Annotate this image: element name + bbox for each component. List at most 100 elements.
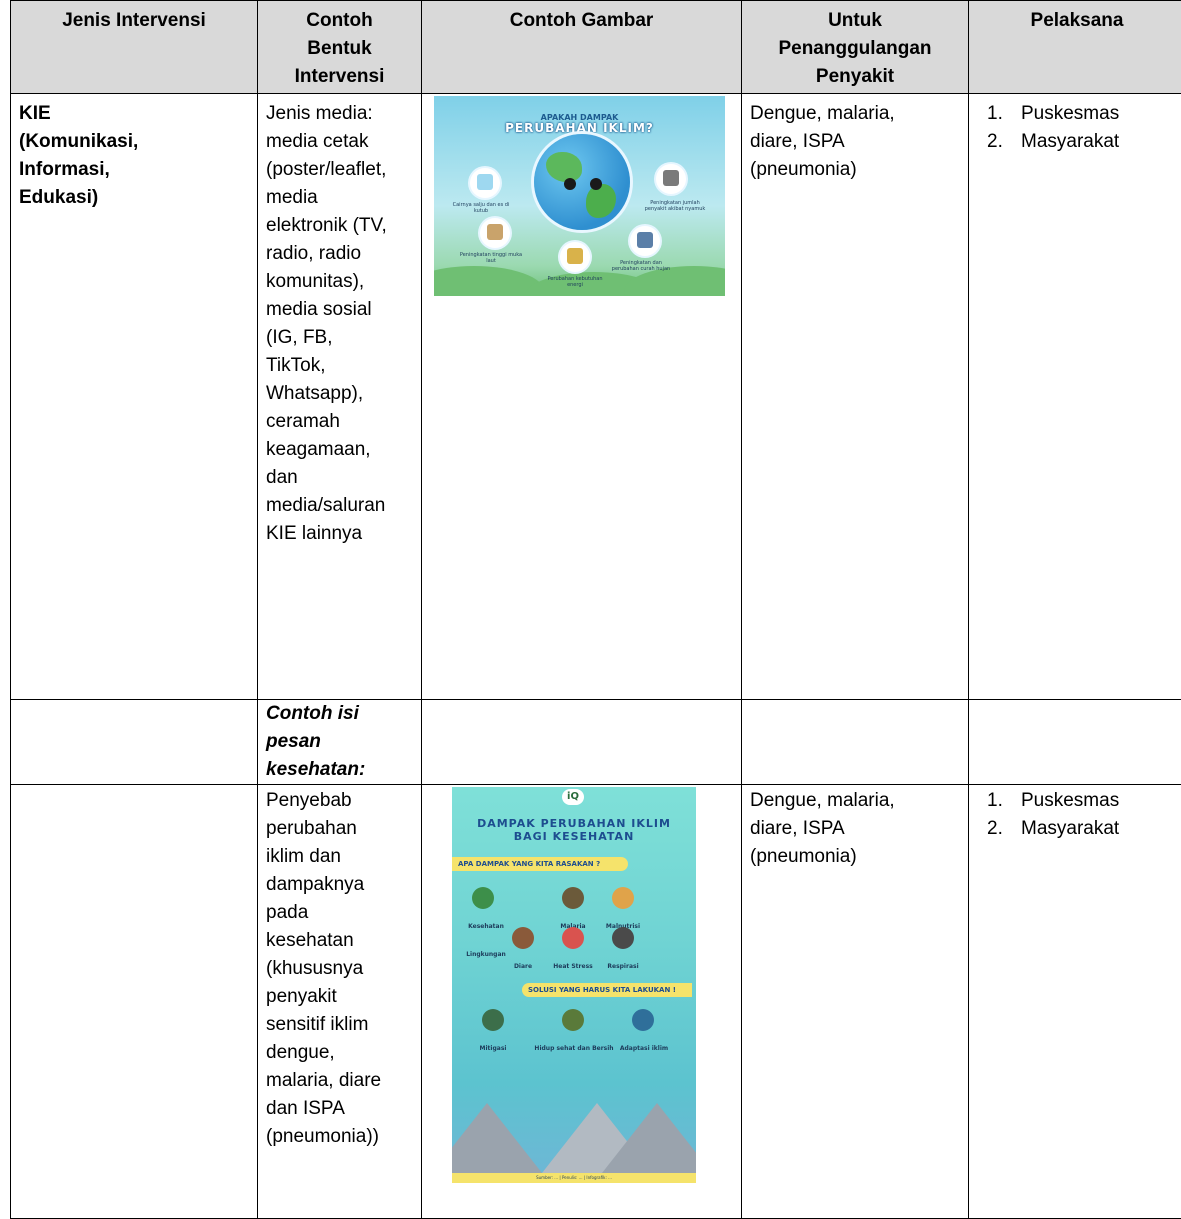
header-jenis-text: Jenis Intervensi — [62, 10, 206, 31]
solution-label: Hidup sehat dan Bersih — [534, 1035, 614, 1063]
header-contoh-gambar: Contoh Gambar — [422, 1, 742, 94]
header-line: Bentuk — [264, 35, 415, 63]
text-line: kesehatan: — [266, 756, 413, 784]
solution-label: Adaptasi iklim — [616, 1035, 672, 1063]
flooded-house-icon — [480, 218, 510, 248]
mountain-shape — [452, 1103, 542, 1173]
text-line: penyakit — [266, 983, 413, 1011]
globe-eye-icon — [590, 178, 602, 190]
text-line: media — [266, 184, 413, 212]
text-line: Edukasi) — [19, 184, 249, 212]
globe-eye-icon — [564, 178, 576, 190]
text-line: (pneumonia)) — [266, 1123, 413, 1151]
continent-shape — [546, 152, 582, 182]
lungs-icon — [612, 927, 634, 949]
list-text: Puskesmas — [1021, 100, 1119, 128]
cell-pelaksana — [969, 700, 1181, 785]
list-number: 2. — [987, 128, 1021, 156]
cell-contoh-gambar: iQ DAMPAK PERUBAHAN IKLIM BAGI KESEHATAN… — [422, 785, 742, 1219]
cell-jenis-intervensi: KIE (Komunikasi, Informasi, Edukasi) — [11, 94, 258, 700]
header-row: Jenis Intervensi Contoh Bentuk Intervens… — [11, 1, 1181, 94]
cell-penyakit — [742, 700, 969, 785]
text-line: elektronik (TV, — [266, 212, 413, 240]
table-row: Penyebab perubahan iklim dan dampaknya p… — [11, 785, 1181, 1219]
mountain-shape — [602, 1103, 696, 1173]
header-jenis-intervensi: Jenis Intervensi — [11, 1, 258, 94]
cell-contoh-bentuk: Jenis media: media cetak (poster/leaflet… — [258, 94, 422, 700]
impact-label: Diare — [498, 953, 548, 981]
text-line: keagamaan, — [266, 436, 413, 464]
solution-banner: SOLUSI YANG HARUS KITA LAKUKAN ! — [522, 983, 692, 997]
text-line: diare, ISPA — [750, 128, 960, 156]
cell-jenis-intervensi — [11, 785, 258, 1219]
cell-jenis-intervensi — [11, 700, 258, 785]
header-contoh-bentuk-intervensi: Contoh Bentuk Intervensi — [258, 1, 422, 94]
infographic-footer: Sumber: ... | Penulis: ... | Infografik:… — [452, 1173, 696, 1183]
header-line: Penanggulangan — [748, 35, 962, 63]
infographic-title-line: DAMPAK PERUBAHAN IKLIM — [452, 817, 696, 830]
text-line: TikTok, — [266, 352, 413, 380]
text-line: media sosial — [266, 296, 413, 324]
text-line: dan ISPA — [266, 1095, 413, 1123]
text-line: diare, ISPA — [750, 815, 960, 843]
text-line: Jenis media: — [266, 100, 413, 128]
house-icon — [560, 242, 590, 272]
melting-ice-icon — [470, 168, 500, 198]
text-line: Penyebab — [266, 787, 413, 815]
climate-impact-poster-image: APAKAH DAMPAK PERUBAHAN IKLIM? Cairnya s… — [434, 96, 725, 296]
poster-caption: Cairnya salju dan es di kutub — [446, 202, 516, 214]
text-line: KIE — [19, 100, 249, 128]
text-line: kesehatan — [266, 927, 413, 955]
rain-cloud-icon — [630, 226, 660, 256]
cell-contoh-gambar — [422, 700, 742, 785]
pelaksana-list: 1.Puskesmas 2.Masyarakat — [977, 100, 1177, 156]
text-line: radio, radio — [266, 240, 413, 268]
text-line: KIE lainnya — [266, 520, 413, 548]
text-line: Dengue, malaria, — [750, 787, 960, 815]
poster-caption: Peningkatan jumlah penyakit akibat nyamu… — [640, 200, 710, 212]
list-text: Puskesmas — [1021, 787, 1119, 815]
list-item: 2.Masyarakat — [987, 128, 1177, 156]
list-item: 1.Puskesmas — [987, 100, 1177, 128]
impact-label: Heat Stress — [548, 953, 598, 981]
cell-pelaksana: 1.Puskesmas 2.Masyarakat — [969, 94, 1181, 700]
text-line: (pneumonia) — [750, 843, 960, 871]
list-number: 1. — [987, 100, 1021, 128]
text-line: pada — [266, 899, 413, 927]
text-line: perubahan — [266, 815, 413, 843]
text-line: komunitas), — [266, 268, 413, 296]
environment-icon — [472, 887, 494, 909]
header-line: Penyakit — [748, 63, 962, 91]
text-line: Informasi, — [19, 156, 249, 184]
cell-contoh-bentuk: Penyebab perubahan iklim dan dampaknya p… — [258, 785, 422, 1219]
text-line: dan — [266, 464, 413, 492]
intervention-table: Jenis Intervensi Contoh Bentuk Intervens… — [10, 0, 1181, 1219]
text-line: pesan — [266, 728, 413, 756]
text-line: ceramah — [266, 408, 413, 436]
list-number: 1. — [987, 787, 1021, 815]
mosquito-icon — [562, 887, 584, 909]
text-line: dampaknya — [266, 871, 413, 899]
text-line: (poster/leaflet, — [266, 156, 413, 184]
header-gambar-text: Contoh Gambar — [510, 10, 654, 31]
thermometer-icon — [562, 927, 584, 949]
text-line: Dengue, malaria, — [750, 100, 960, 128]
header-line: Intervensi — [264, 63, 415, 91]
text-line: (Komunikasi, — [19, 128, 249, 156]
nutrition-icon — [612, 887, 634, 909]
list-text: Masyarakat — [1021, 815, 1119, 843]
text-line: media/saluran — [266, 492, 413, 520]
mitigation-icon — [482, 1009, 504, 1031]
text-line: iklim dan — [266, 843, 413, 871]
cell-contoh-gambar: APAKAH DAMPAK PERUBAHAN IKLIM? Cairnya s… — [422, 94, 742, 700]
mosquito-icon — [656, 164, 686, 194]
text-line: sensitif iklim — [266, 1011, 413, 1039]
healthy-living-icon — [562, 1009, 584, 1031]
pelaksana-list: 1.Puskesmas 2.Masyarakat — [977, 787, 1177, 843]
list-number: 2. — [987, 815, 1021, 843]
cell-penyakit: Dengue, malaria, diare, ISPA (pneumonia) — [742, 94, 969, 700]
cell-penyakit: Dengue, malaria, diare, ISPA (pneumonia) — [742, 785, 969, 1219]
diarrhea-icon — [512, 927, 534, 949]
table-row: Contoh isi pesan kesehatan: — [11, 700, 1181, 785]
impact-label: Respirasi — [598, 953, 648, 981]
